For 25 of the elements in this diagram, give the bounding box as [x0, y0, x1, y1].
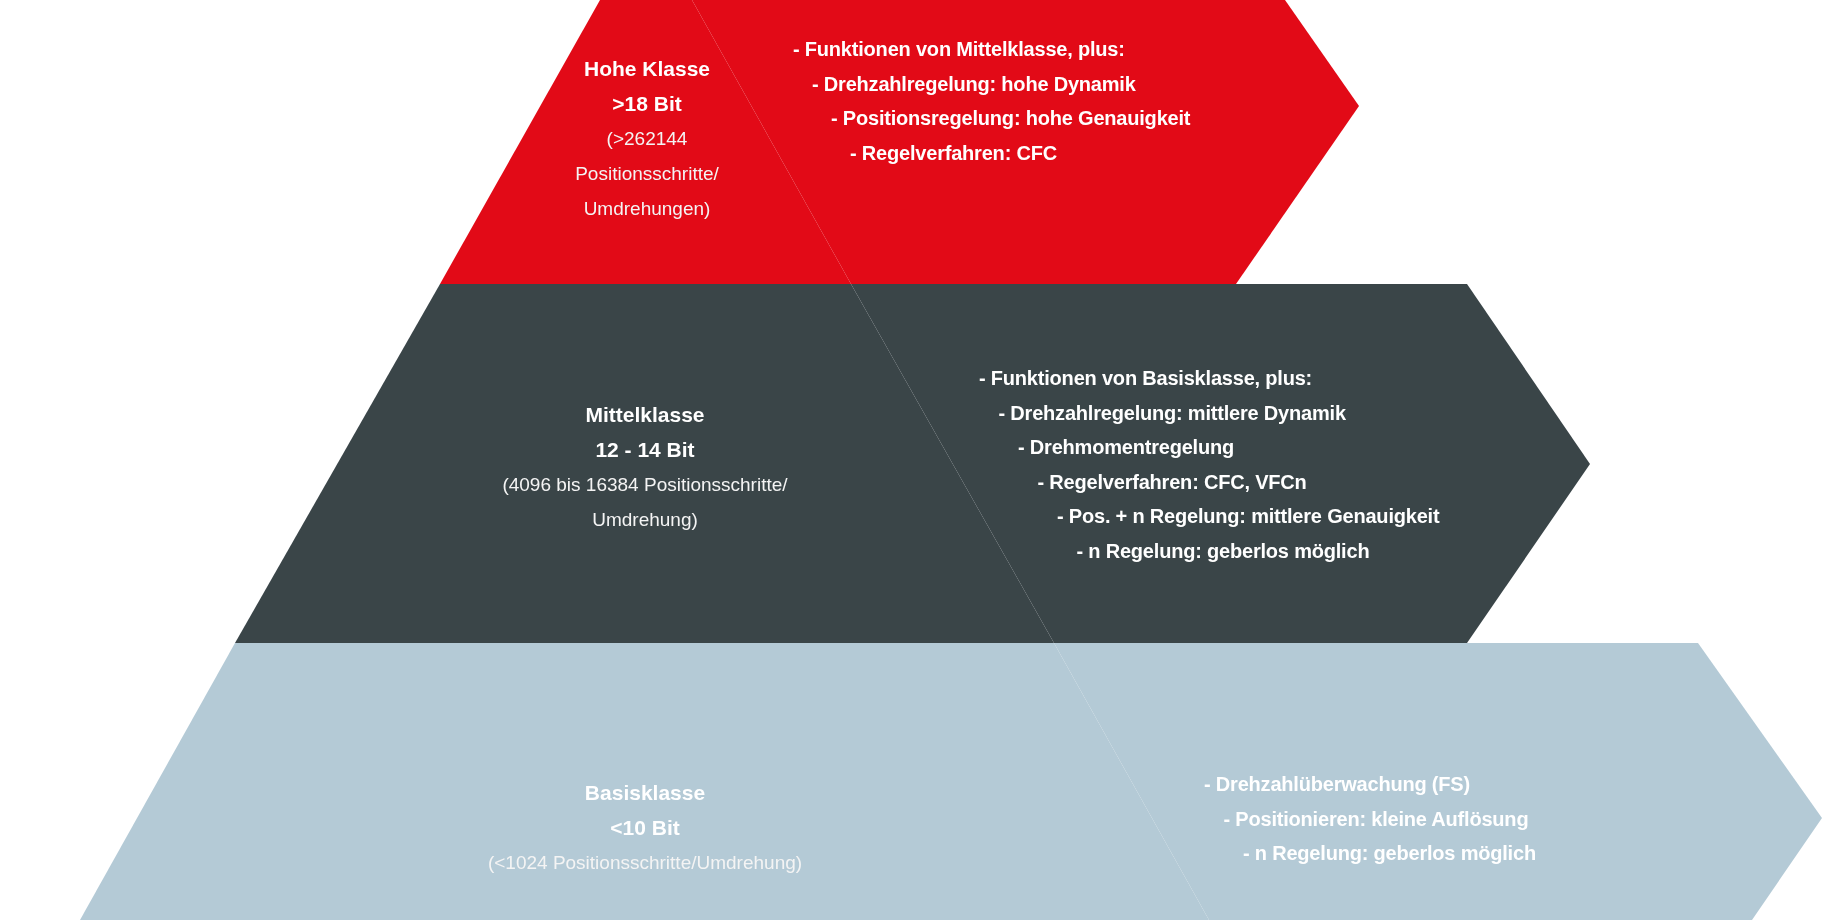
feature-item: - Drehzahlregelung: hohe Dynamik: [812, 71, 1137, 97]
pyramid-tier: [80, 643, 1209, 920]
resolution-note: (4096 bis 16384 Positionsschritte/ Umdrehung): [501, 473, 789, 532]
tier-name: Hohe Klasse: [582, 56, 712, 82]
feature-item: - Regelverfahren: CFC: [850, 140, 1058, 166]
tier-name: Mittelklasse: [584, 402, 706, 428]
feature-item: - Drehzahlüberwachung (FS): [1204, 772, 1471, 797]
bit-depth: 12 - 14 Bit: [594, 437, 696, 463]
bit-depth: >18 Bit: [611, 91, 683, 117]
feature-item: - Funktionen von Basisklasse, plus:: [979, 366, 1314, 391]
resolution-note: (<1024 Positionsschritte/Umdrehung): [486, 851, 804, 875]
resolution-note: (>262144 Positionsschritte/ Umdrehungen): [574, 127, 720, 221]
feature-item: - n Regelung: geberlos möglich: [1243, 841, 1536, 866]
chevron-arrow: [1054, 643, 1822, 920]
feature-item: - Drehzahlregelung: mittlere Dynamik: [998, 400, 1347, 426]
bit-depth: <10 Bit: [609, 815, 681, 841]
feature-item: - Funktionen von Mittelklasse, plus:: [793, 37, 1126, 62]
tier-name: Basisklasse: [583, 780, 707, 806]
chevron-arrow: [851, 284, 1590, 643]
feature-item: - Positionsregelung: hohe Genauigkeit: [831, 106, 1191, 131]
feature-item: - Drehmomentregelung: [1018, 435, 1236, 460]
feature-item: - Pos. + n Regelung: mittlere Genauigkeit: [1057, 504, 1440, 529]
feature-item: - Positionieren: kleine Auflösung: [1223, 806, 1530, 832]
feature-item: - n Regelung: geberlos möglich: [1076, 538, 1371, 564]
feature-item: - Regelverfahren: CFC, VFCn: [1037, 469, 1308, 495]
